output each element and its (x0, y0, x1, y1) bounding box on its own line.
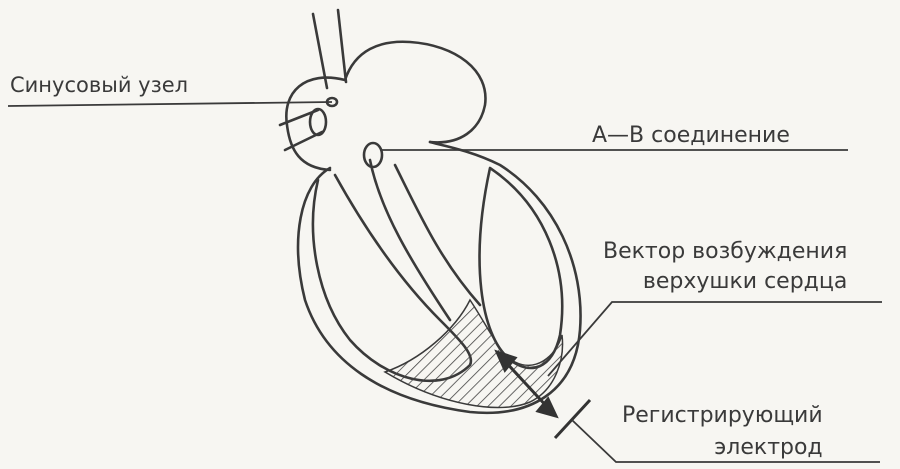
electrode-label: Регистрирующий электрод (622, 400, 823, 464)
vector-leader-line (548, 302, 882, 376)
vessel-opening (310, 109, 326, 135)
bundle-branch-left (370, 160, 450, 320)
apex-vector-label-line1: Вектор возбуждения (603, 237, 847, 267)
sinus-leader-line (8, 102, 332, 106)
sinus-node-label: Синусовый узел (10, 72, 188, 98)
left-atrium (345, 42, 485, 143)
apex-vector-label: Вектор возбуждения верхушки сердца (603, 237, 847, 297)
electrode-label-line2: электрод (622, 432, 823, 464)
av-junction-label: А—В соединение (592, 123, 790, 149)
apex-excitation-region (385, 300, 563, 408)
electrode-label-line1: Регистрирующий (622, 400, 823, 432)
apex-vector-label-line2: верхушки сердца (603, 267, 847, 297)
av-node (364, 143, 382, 167)
right-atrium (286, 78, 345, 170)
